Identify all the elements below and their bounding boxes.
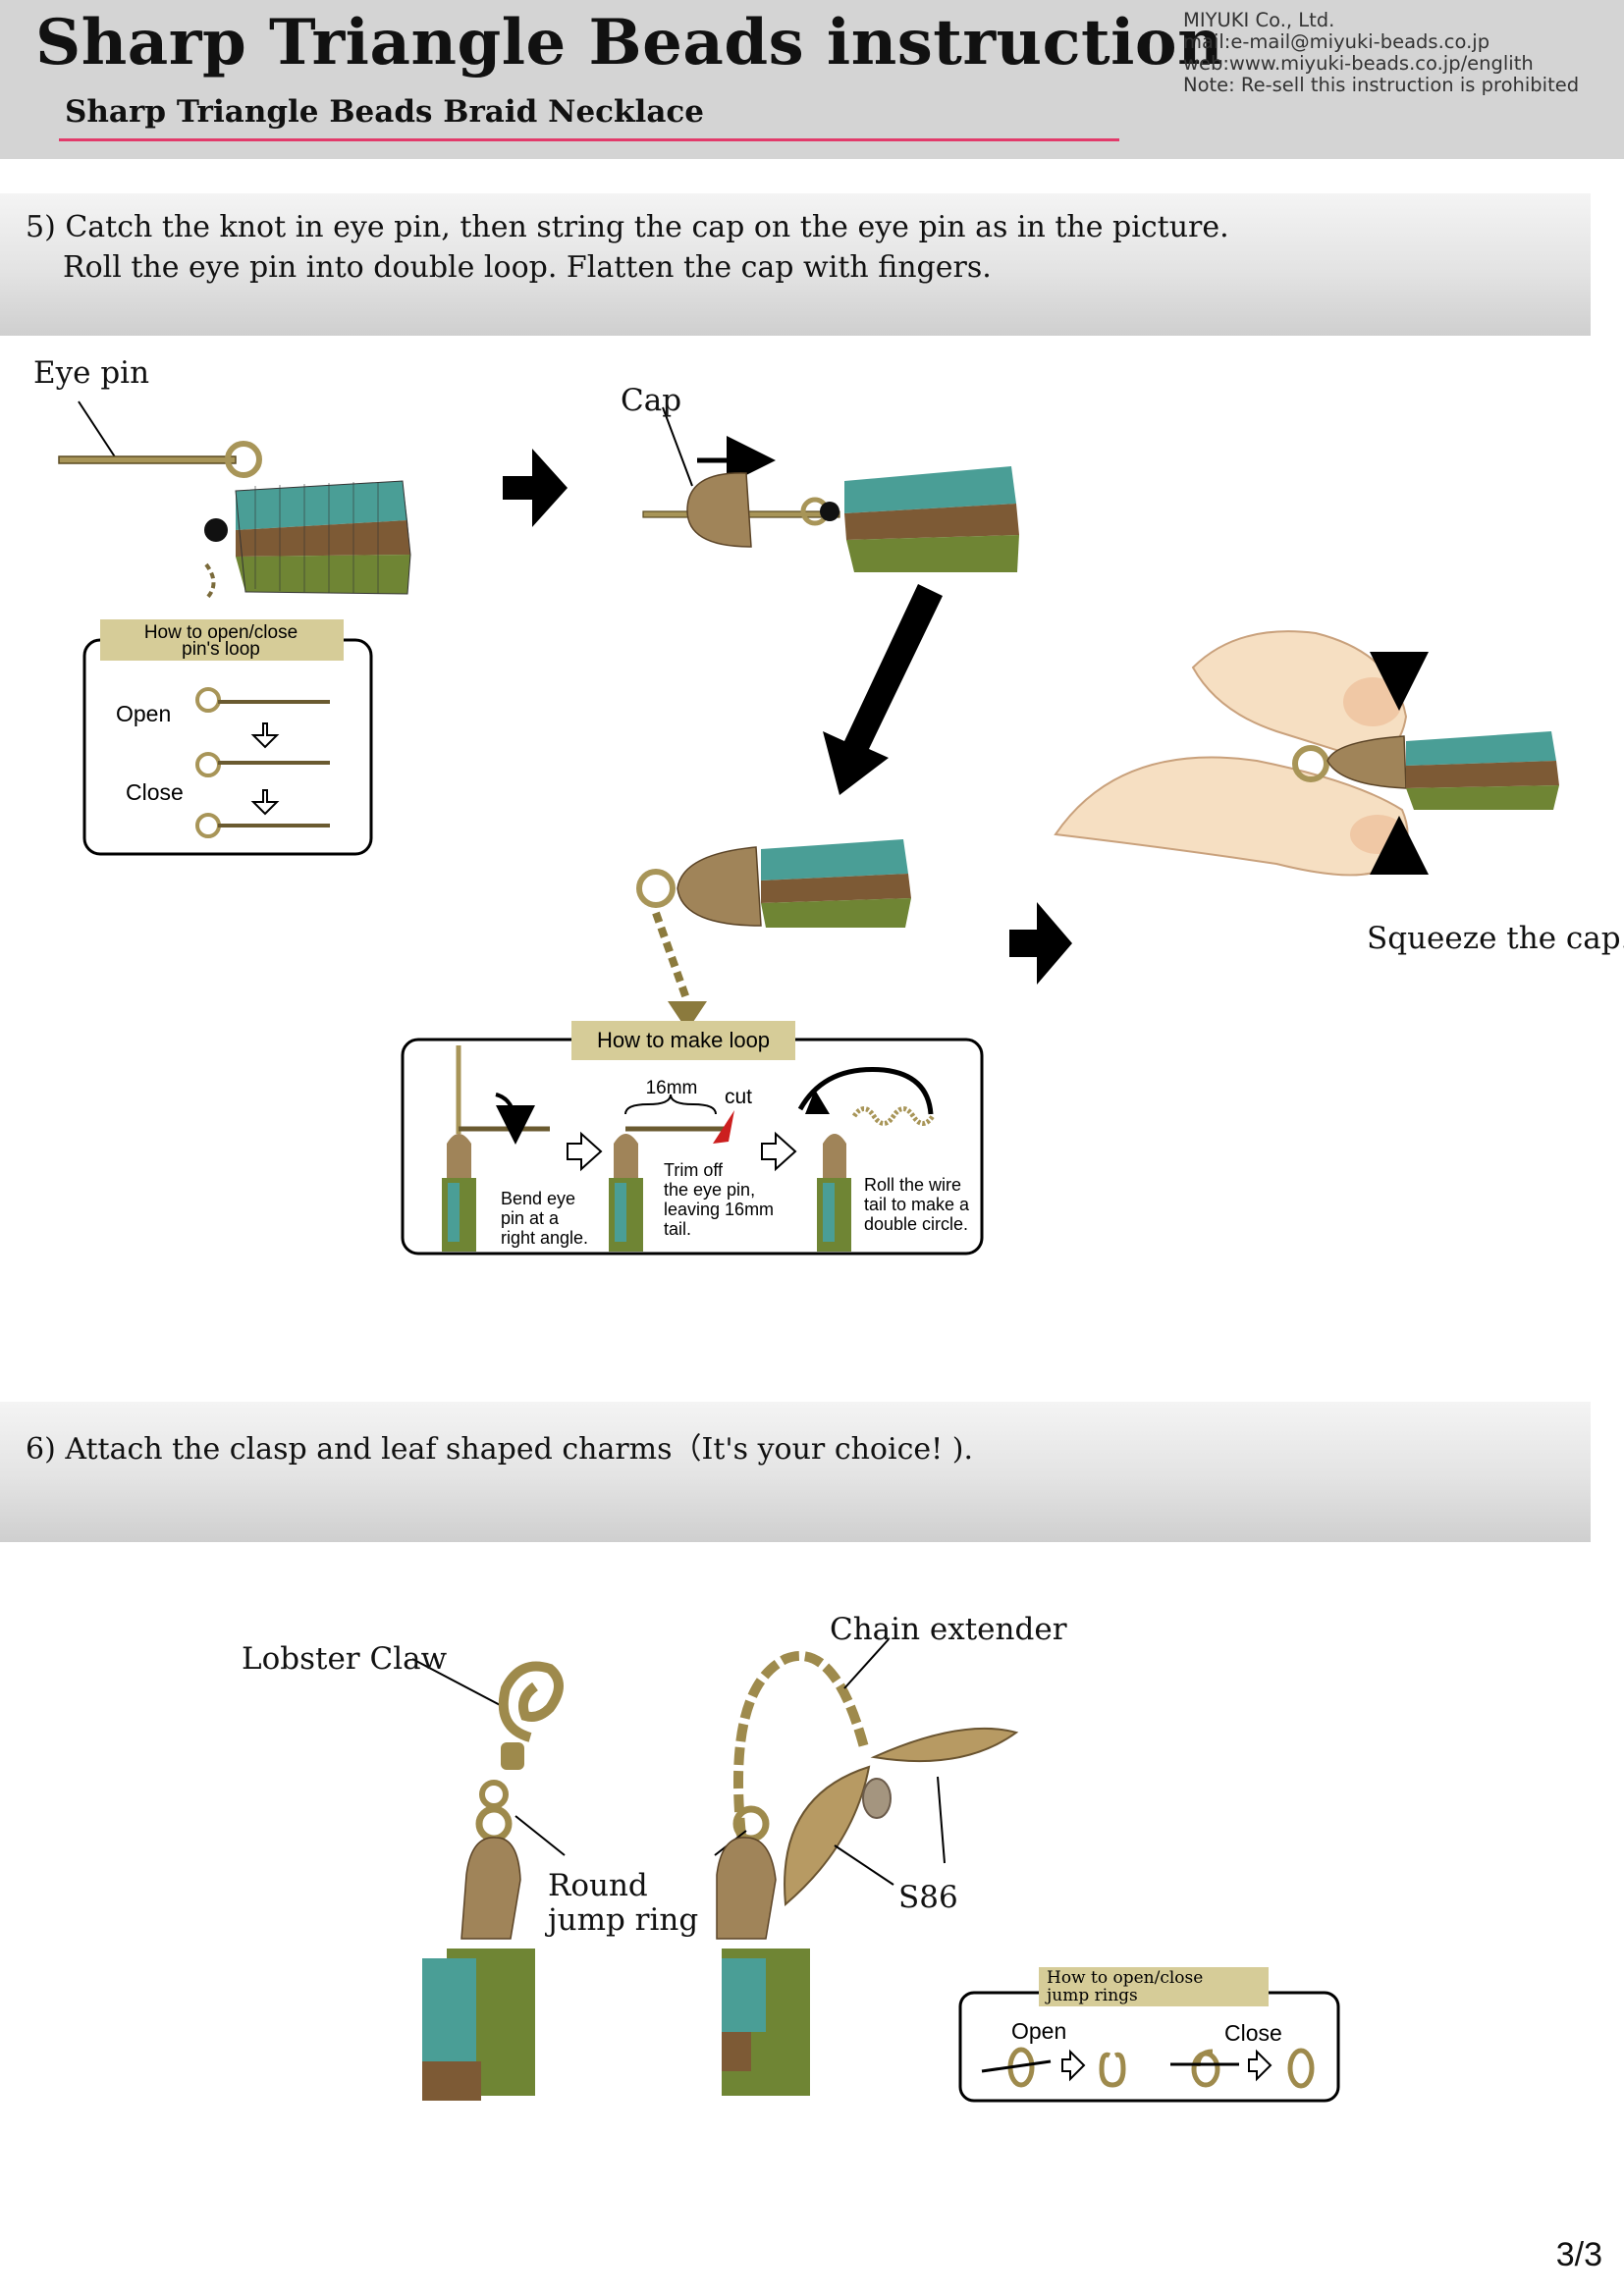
pin-box-open: Open xyxy=(116,701,171,726)
company-name: MIYUKI Co., Ltd. xyxy=(1183,9,1335,31)
company-mail: mail:e-mail@miyuki-beads.co.jp xyxy=(1183,30,1490,53)
loop-roll2: tail to make a xyxy=(864,1195,970,1214)
step5-band xyxy=(0,193,1591,336)
down-arrow xyxy=(823,584,943,795)
loop-bend3: right angle. xyxy=(501,1228,588,1248)
pin-box-title2: pin's loop xyxy=(182,639,260,660)
jump-box-title2: jump rings xyxy=(1045,1986,1138,2005)
cap-figure xyxy=(642,406,1019,572)
loop-box-title: How to make loop xyxy=(597,1028,770,1052)
loop-trim4: tail. xyxy=(664,1219,691,1239)
step5-line1: 5) Catch the knot in eye pin, then strin… xyxy=(26,210,1229,244)
header-bar xyxy=(0,0,1624,159)
step6-illustration: How to open/close jump rings Open Close xyxy=(411,1638,1340,2103)
loop-roll1: Roll the wire xyxy=(864,1175,961,1195)
jump-box-close: Close xyxy=(1224,2020,1282,2046)
capped-braid-figure xyxy=(636,839,911,1031)
next-arrow-2 xyxy=(1009,902,1072,985)
page-number: 3/3 xyxy=(1555,2236,1602,2273)
label-cap: Cap xyxy=(621,383,682,418)
label-squeeze: Squeeze the cap. xyxy=(1367,921,1624,956)
loop-trim3: leaving 16mm xyxy=(664,1200,774,1219)
step6-line1: 6) Attach the clasp and leaf shaped char… xyxy=(26,1432,973,1467)
jump-box-title1: How to open/close xyxy=(1047,1968,1203,1988)
loop-bend1: Bend eye xyxy=(501,1189,575,1208)
pin-box-title1: How to open/close xyxy=(144,622,298,643)
next-arrow-1 xyxy=(503,449,568,527)
page-title: Sharp Triangle Beads instruction xyxy=(35,6,1224,80)
loop-trim2: the eye pin, xyxy=(664,1180,755,1200)
step6-band xyxy=(0,1402,1591,1542)
squeeze-figure xyxy=(1054,630,1559,877)
label-s86: S86 xyxy=(898,1880,958,1915)
page-subtitle: Sharp Triangle Beads Braid Necklace xyxy=(65,94,704,130)
label-eye-pin: Eye pin xyxy=(33,355,150,391)
loop-roll3: double circle. xyxy=(864,1214,968,1234)
braid-beads xyxy=(235,480,411,595)
resale-note: Note: Re-sell this instruction is prohib… xyxy=(1183,74,1580,96)
pin-loop-box: How to open/close pin's loop Open Close xyxy=(82,619,373,856)
label-lobster-claw: Lobster Claw xyxy=(242,1641,448,1677)
make-loop-box: How to make loop Bend eye pin at a right… xyxy=(401,1021,984,1255)
title-underline xyxy=(59,138,1119,141)
label-jump-ring: jump ring xyxy=(548,1902,699,1938)
loop-trim1: Trim off xyxy=(664,1160,724,1180)
pin-box-close: Close xyxy=(126,779,184,805)
loop-bend2: pin at a xyxy=(501,1208,560,1228)
jump-box-open: Open xyxy=(1011,2018,1066,2044)
step5-illustration: How to open/close pin's loop Open Close … xyxy=(58,400,1559,1255)
label-chain-extender: Chain extender xyxy=(830,1612,1067,1647)
eye-pin-braid-figure xyxy=(58,400,411,601)
chain-extender-strand xyxy=(714,1638,1019,2096)
loop-cut: cut xyxy=(725,1086,752,1108)
jump-ring-box: How to open/close jump rings Open Close xyxy=(958,1967,1340,2103)
lobster-claw-strand xyxy=(411,1658,566,2101)
label-round: Round xyxy=(548,1868,648,1903)
company-info: MIYUKI Co., Ltd. mail:e-mail@miyuki-bead… xyxy=(1183,10,1579,96)
company-web: web:www.miyuki-beads.co.jp/englith xyxy=(1183,52,1534,75)
loop-measure: 16mm xyxy=(646,1078,698,1098)
step5-line2: Roll the eye pin into double loop. Flatt… xyxy=(63,250,992,285)
